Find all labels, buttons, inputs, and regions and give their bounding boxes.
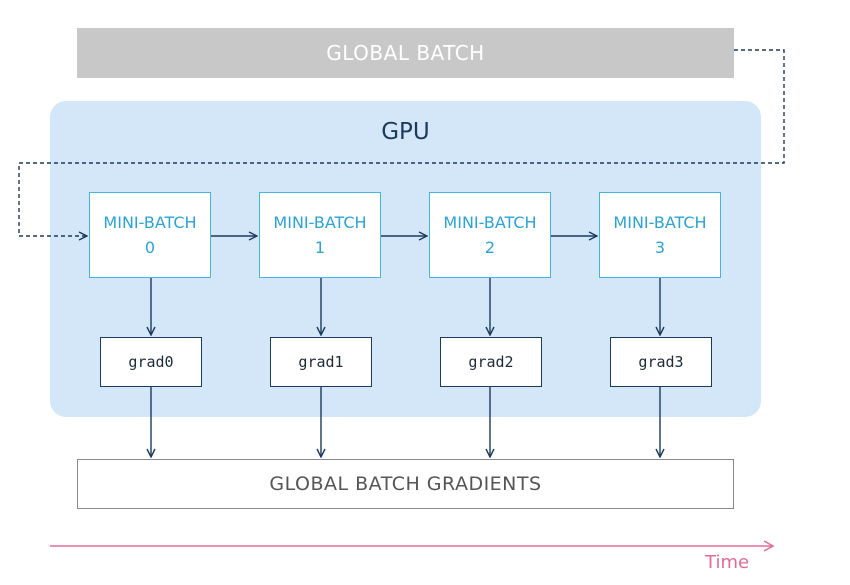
- mini-batch-index: 3: [654, 238, 666, 257]
- global-gradients-label: GLOBAL BATCH GRADIENTS: [269, 473, 542, 495]
- grad-box-1: grad1: [270, 337, 372, 387]
- grad-box-0: grad0: [100, 337, 202, 387]
- global-gradients-bar: GLOBAL BATCH GRADIENTS: [77, 459, 734, 509]
- global-batch-label: GLOBAL BATCH: [326, 41, 485, 65]
- mini-batch-box-1: MINI-BATCH 1: [259, 192, 381, 278]
- grad-label: grad1: [298, 353, 344, 371]
- mini-batch-box-0: MINI-BATCH 0: [89, 192, 211, 278]
- mini-batch-index: 2: [484, 238, 496, 257]
- mini-batch-title: MINI-BATCH: [103, 213, 197, 232]
- grad-box-3: grad3: [610, 337, 712, 387]
- time-label: Time: [705, 552, 750, 573]
- grad-box-2: grad2: [440, 337, 542, 387]
- mini-batch-box-2: MINI-BATCH 2: [429, 192, 551, 278]
- mini-batch-title: MINI-BATCH: [613, 213, 707, 232]
- mini-batch-index: 0: [144, 238, 156, 257]
- grad-label: grad2: [468, 353, 514, 371]
- mini-batch-index: 1: [314, 238, 326, 257]
- gpu-label: GPU: [381, 119, 430, 145]
- mini-batch-title: MINI-BATCH: [273, 213, 367, 232]
- grad-label: grad0: [128, 353, 174, 371]
- global-batch-bar: GLOBAL BATCH: [77, 28, 734, 78]
- mini-batch-box-3: MINI-BATCH 3: [599, 192, 721, 278]
- grad-label: grad3: [638, 353, 684, 371]
- mini-batch-title: MINI-BATCH: [443, 213, 537, 232]
